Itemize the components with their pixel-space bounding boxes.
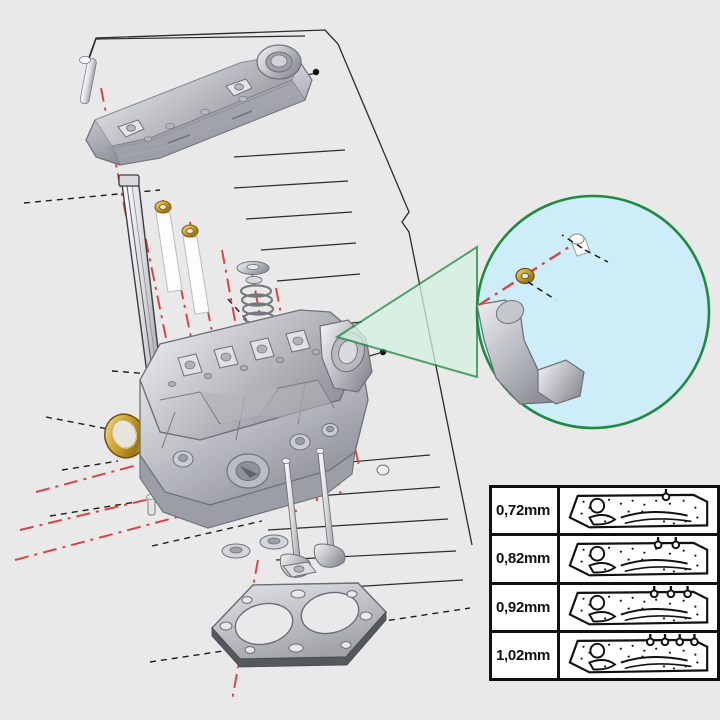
- head-gasket: [211, 582, 387, 668]
- gasket-locating-dowel: [282, 561, 317, 578]
- gasket-thickness-value: 1,02mm: [492, 632, 560, 678]
- table-row: 0,92mm: [492, 584, 717, 633]
- exhaust-valve: [313, 447, 346, 568]
- valve-collets: [245, 275, 263, 285]
- cylinder-head-bolt-long: [118, 174, 164, 397]
- gasket-thickness-value: 0,82mm: [492, 536, 560, 582]
- head-gasket-thickness-table: 0,72mm: [489, 485, 720, 681]
- valve-cover-bolt: [79, 56, 97, 105]
- table-row: 1,02mm: [492, 632, 717, 678]
- table-row: 0,82mm: [492, 536, 717, 585]
- gasket-notch-figure-3: [560, 584, 717, 630]
- spring-retainer: [236, 261, 270, 275]
- cylinder-head: [139, 309, 373, 559]
- gasket-thickness-value: 0,72mm: [492, 488, 560, 534]
- valve-cover: [85, 44, 313, 166]
- table-row: 0,72mm: [492, 488, 717, 537]
- gasket-notch-figure-1: [560, 488, 717, 534]
- gasket-notch-figure-2: [560, 536, 717, 582]
- gasket-thickness-value: 0,92mm: [492, 584, 560, 630]
- assembly-bracket-outline: [87, 29, 473, 546]
- gasket-notch-figure-4: [560, 632, 717, 678]
- valve-stem-seal: [181, 224, 210, 315]
- valve-stem-seal: [154, 200, 183, 293]
- valve-stem-seal-detail: [475, 194, 711, 430]
